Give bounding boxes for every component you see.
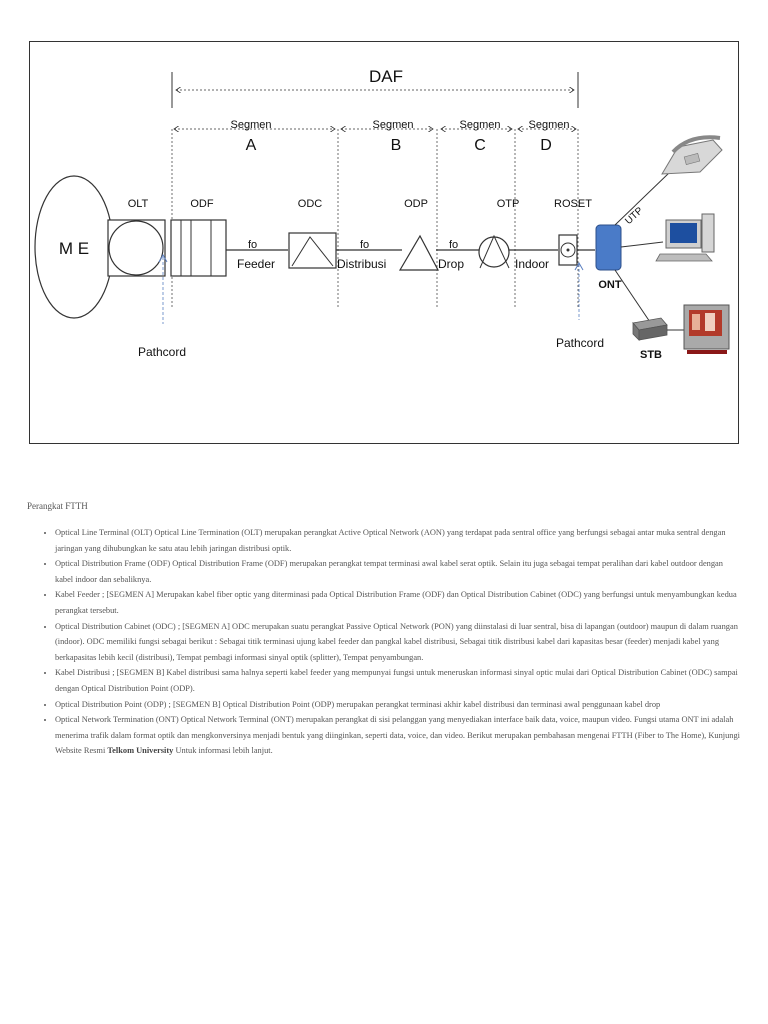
segment-a-letter: A <box>246 137 257 154</box>
utp-label: UTP <box>623 205 645 227</box>
me-label: M E <box>59 239 89 258</box>
odc-label: ODC <box>298 198 323 210</box>
segment-a-label: Segmen <box>231 119 272 131</box>
telkom-university-link[interactable]: Telkom University <box>107 746 174 756</box>
stb-label: STB <box>640 349 662 361</box>
odp-label: ODP <box>404 198 428 210</box>
feeder-label: Feeder <box>237 257 275 271</box>
television-icon <box>683 304 730 354</box>
list-item: Optical Network Termination (ONT) Optica… <box>55 712 743 759</box>
otp-node <box>478 236 510 268</box>
pathcord-right-label: Pathcord <box>556 336 604 350</box>
list-item: Optical Distribution Frame (ODF) Optical… <box>55 556 743 587</box>
list-item: Optical Distribution Cabinet (ODC) ; [SE… <box>55 619 743 666</box>
daf-label: DAF <box>369 67 403 86</box>
segment-b-letter: B <box>391 137 402 154</box>
device-list: Optical Line Terminal (OLT) Optical Line… <box>27 525 743 759</box>
olt-label: OLT <box>128 198 149 210</box>
fo-distribusi-label: fo <box>360 239 369 251</box>
roset-label: ROSET <box>554 198 592 210</box>
telephone-icon <box>661 135 723 175</box>
drop-label: Drop <box>438 257 464 271</box>
computer-icon <box>655 213 715 262</box>
list-item: Optical Distribution Point (ODP) ; [SEGM… <box>55 697 743 713</box>
odf-node <box>170 219 227 277</box>
odc-node <box>288 232 337 269</box>
list-item: Optical Line Terminal (OLT) Optical Line… <box>55 525 743 556</box>
section-title: Perangkat FTTH <box>27 501 88 511</box>
segment-d-label: Segmen <box>529 119 570 131</box>
list-item: Kabel Feeder ; [SEGMEN A] Merupakan kabe… <box>55 587 743 618</box>
fo-drop-label: fo <box>449 239 458 251</box>
odp-node <box>398 234 439 271</box>
distribusi-label: Distribusi <box>337 257 386 271</box>
segment-c-label: Segmen <box>460 119 501 131</box>
segment-d-letter: D <box>540 137 552 154</box>
fo-feeder-label: fo <box>248 239 257 251</box>
list-item: Kabel Distribusi ; [SEGMEN B] Kabel dist… <box>55 665 743 696</box>
ftth-diagram: DAF Segmen Segmen Segmen Segmen A B C D … <box>29 41 739 444</box>
ont-label: ONT <box>598 279 622 291</box>
segment-b-label: Segmen <box>373 119 414 131</box>
otp-label: OTP <box>497 198 520 210</box>
pathcord-left-label: Pathcord <box>138 345 186 359</box>
segment-c-letter: C <box>474 137 486 154</box>
odf-label: ODF <box>190 198 214 210</box>
stb-icon <box>632 317 668 341</box>
ont-node <box>595 224 622 271</box>
indoor-label: Indoor <box>515 257 549 271</box>
article-content: Perangkat FTTH Optical Line Terminal (OL… <box>27 500 743 759</box>
